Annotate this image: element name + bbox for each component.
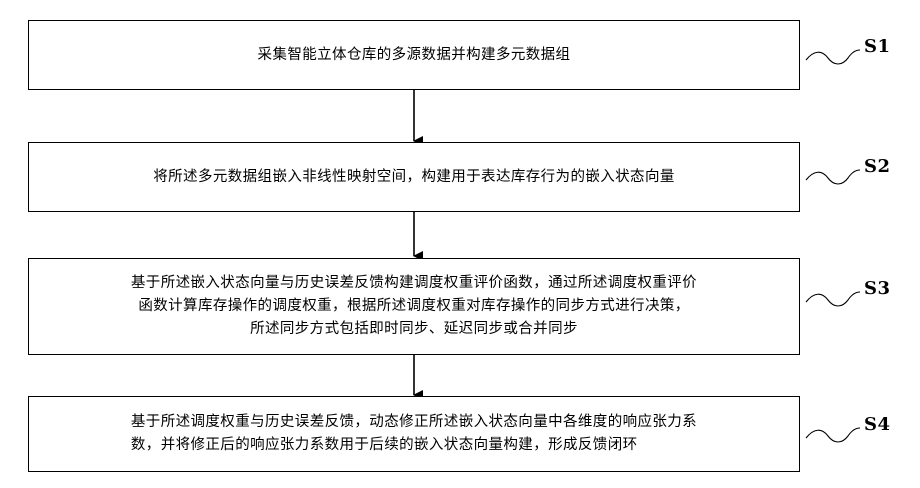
leader-line-s1 bbox=[806, 50, 860, 64]
step-s4-line-1: 基于所述调度权重与历史误差反馈，动态修正所述嵌入状态向量中各维度的响应张力系 bbox=[131, 411, 697, 434]
step-box-s3: 基于所述嵌入状态向量与历史误差反馈构建调度权重评价函数，通过所述调度权重评价 函… bbox=[28, 258, 800, 355]
step-s3-line-3: 所述同步方式包括即时同步、延迟同步或合并同步 bbox=[131, 318, 697, 341]
step-s1-line: 采集智能立体仓库的多源数据并构建多元数据组 bbox=[258, 44, 571, 67]
step-s4-line-2: 数，并将修正后的响应张力系数用于后续的嵌入状态向量构建，形成反馈闭环 bbox=[131, 434, 697, 457]
step-s3-line-1: 基于所述嵌入状态向量与历史误差反馈构建调度权重评价函数，通过所述调度权重评价 bbox=[131, 272, 697, 295]
leader-line-s2 bbox=[806, 170, 860, 184]
leader-line-s4 bbox=[806, 428, 860, 442]
step-text-s3: 基于所述嵌入状态向量与历史误差反馈构建调度权重评价函数，通过所述调度权重评价 函… bbox=[119, 272, 709, 341]
step-text-s2: 将所述多元数据组嵌入非线性映射空间，构建用于表达库存行为的嵌入状态向量 bbox=[141, 166, 687, 189]
leader-line-s3 bbox=[806, 292, 860, 306]
step-box-s2: 将所述多元数据组嵌入非线性映射空间，构建用于表达库存行为的嵌入状态向量 bbox=[28, 142, 800, 212]
step-box-s4: 基于所述调度权重与历史误差反馈，动态修正所述嵌入状态向量中各维度的响应张力系 数… bbox=[28, 396, 800, 472]
step-s3-line-2: 函数计算库存操作的调度权重，根据所述调度权重对库存操作的同步方式进行决策， bbox=[131, 295, 697, 318]
step-text-s4: 基于所述调度权重与历史误差反馈，动态修正所述嵌入状态向量中各维度的响应张力系 数… bbox=[119, 411, 709, 457]
step-label-s3: S3 bbox=[864, 278, 891, 299]
step-label-s2: S2 bbox=[864, 156, 891, 177]
step-label-s4: S4 bbox=[864, 414, 891, 435]
step-s2-line: 将所述多元数据组嵌入非线性映射空间，构建用于表达库存行为的嵌入状态向量 bbox=[153, 166, 675, 189]
step-label-s1: S1 bbox=[864, 36, 891, 57]
step-box-s1: 采集智能立体仓库的多源数据并构建多元数据组 bbox=[28, 20, 800, 90]
step-text-s1: 采集智能立体仓库的多源数据并构建多元数据组 bbox=[246, 44, 583, 67]
